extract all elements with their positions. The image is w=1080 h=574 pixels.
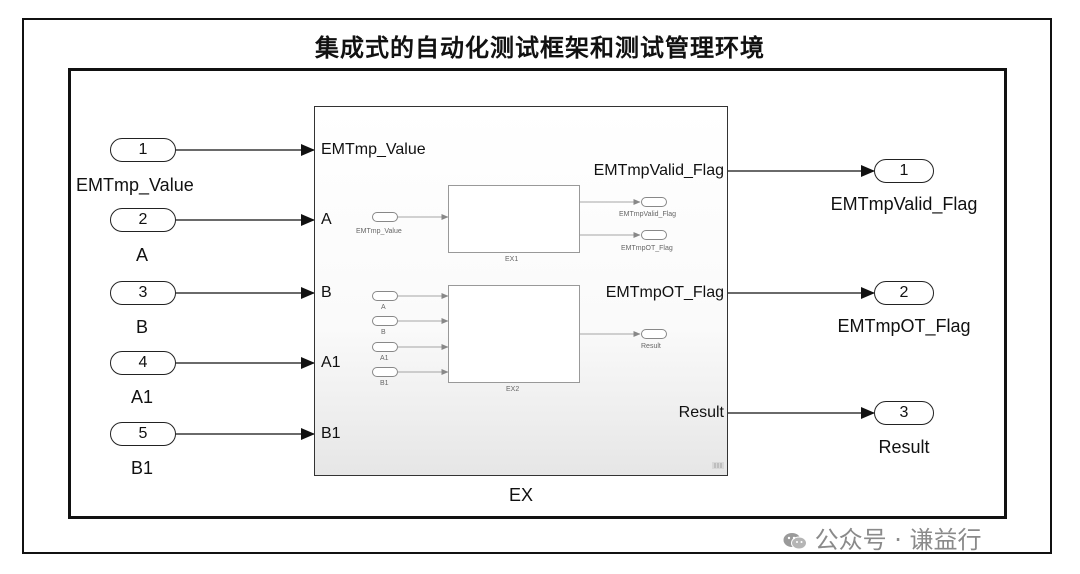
wechat-icon (783, 533, 807, 550)
subsystem-output-label: Result (678, 404, 724, 421)
outport-2-label: EMTmpOT_Flag (837, 316, 971, 336)
inport-3[interactable]: 3 (110, 281, 176, 305)
watermark-text: 公众号 · 谦益行 (814, 526, 982, 554)
subsystem-input-label: B (321, 284, 332, 301)
inport-1-label: EMTmp_Value (76, 175, 194, 195)
subsystem-input-label: A1 (321, 354, 341, 371)
mini-port-label: EMTmpOT_Flag (621, 245, 673, 252)
inport-4[interactable]: 4 (110, 351, 176, 375)
inport-1[interactable]: 1 (110, 138, 176, 162)
mini-outport (641, 329, 667, 339)
inport-5-label: B1 (131, 458, 154, 478)
page-title: 集成式的自动化测试框架和测试管理环境 (315, 34, 765, 62)
mini-inport (372, 291, 398, 301)
outport-3-label: Result (878, 437, 930, 457)
inport-3-label: B (136, 317, 149, 337)
mini-port-label: Result (641, 343, 661, 350)
subsystem-input-label: A (321, 211, 332, 228)
mini-port-label: A (381, 304, 386, 311)
mini-port-label: A1 (380, 355, 389, 362)
subsystem-input-label: B1 (321, 425, 341, 442)
outport-1[interactable]: 1 (874, 159, 934, 183)
mini-port-label: EMTmp_Value (356, 228, 402, 235)
mini-port-label: B1 (380, 380, 389, 387)
mini-port-label: B (381, 329, 386, 336)
subsystem-name: EX (508, 485, 533, 505)
subsystem-output-label: EMTmpValid_Flag (593, 162, 724, 179)
mini-outport (641, 197, 667, 207)
mini-outport (641, 230, 667, 240)
inport-4-label: A1 (131, 387, 154, 407)
model-canvas (68, 68, 1007, 519)
inport-5[interactable]: 5 (110, 422, 176, 446)
mini-inport (372, 316, 398, 326)
mini-inport (372, 367, 398, 377)
subsystem-output-label: EMTmpOT_Flag (605, 284, 724, 301)
outport-3[interactable]: 3 (874, 401, 934, 425)
inner-block-ex2-label: EX2 (506, 386, 520, 393)
inport-2[interactable]: 2 (110, 208, 176, 232)
mini-port-label: EMTmpValid_Flag (619, 211, 677, 218)
inport-2-label: A (136, 245, 149, 265)
mini-inport (372, 212, 398, 222)
mini-inport (372, 342, 398, 352)
inner-block-ex2 (448, 285, 580, 383)
watermark: 公众号 · 谦益行 (783, 520, 982, 555)
outport-1-label: EMTmpValid_Flag (830, 194, 978, 214)
outer-frame (22, 18, 1052, 554)
subsystem-input-label: EMTmp_Value (321, 141, 426, 158)
inner-block-ex1-label: EX1 (505, 256, 519, 263)
inner-block-ex1 (448, 185, 580, 253)
resize-grip-icon[interactable] (712, 462, 724, 469)
outport-2[interactable]: 2 (874, 281, 934, 305)
